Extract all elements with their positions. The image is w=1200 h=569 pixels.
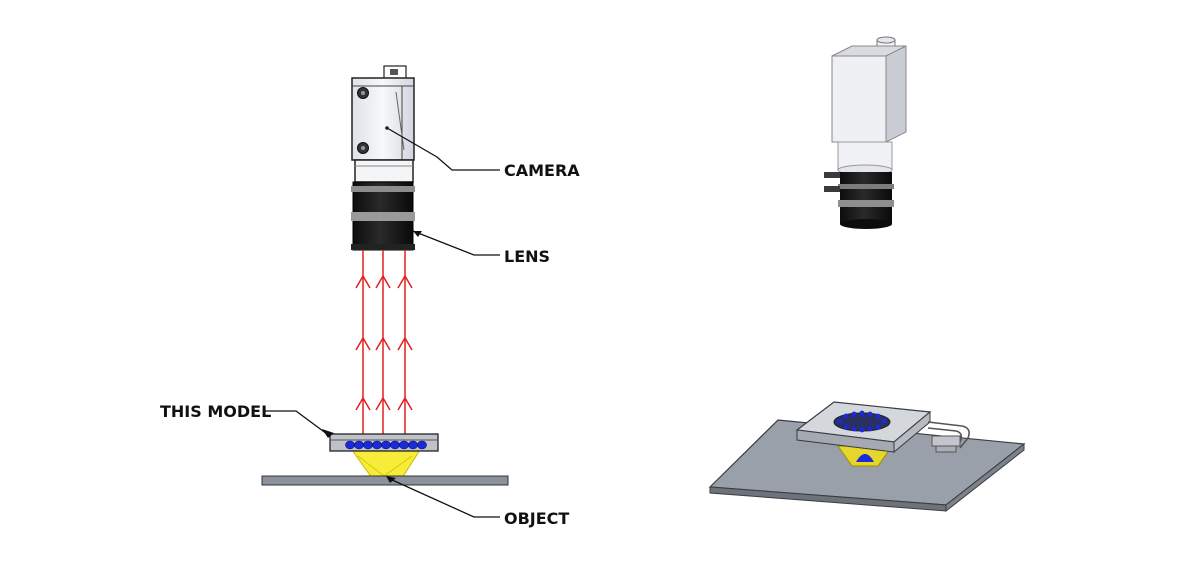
lens-ring: [351, 186, 415, 192]
led-icon: [354, 440, 364, 450]
ray-arrow-icon: [355, 396, 371, 411]
led-icon: [875, 424, 881, 430]
ray-arrow-icon: [355, 336, 371, 351]
led-icon: [417, 440, 427, 450]
object-callout: OBJECT: [386, 476, 569, 528]
led-icon: [363, 440, 373, 450]
ray-arrow-icon: [375, 336, 391, 351]
led-icon: [345, 440, 355, 450]
ring-light-isometric: [795, 401, 932, 454]
led-icon: [399, 440, 409, 450]
ray-arrow-icon: [397, 336, 413, 351]
object-label: OBJECT: [504, 509, 569, 528]
ring-light-side: [322, 429, 439, 452]
led-icon: [851, 411, 857, 417]
led-icon: [843, 413, 849, 419]
camera-label: CAMERA: [504, 161, 580, 180]
led-icon: [372, 440, 382, 450]
led-icon: [875, 413, 881, 419]
lens-callout: LENS: [412, 230, 550, 266]
side-view: CAMERA LENS: [160, 65, 580, 528]
ray-arrow-icon: [375, 274, 391, 289]
isometric-view: [708, 36, 1026, 513]
ray-arrow-icon: [375, 396, 391, 411]
led-icon: [867, 411, 873, 417]
illumination-cone: [351, 449, 421, 479]
ray-arrow-icon: [397, 274, 413, 289]
led-icon: [867, 426, 873, 432]
light-rays: [355, 250, 413, 446]
led-icon: [859, 410, 865, 416]
lens-isometric: [840, 172, 892, 224]
led-icon: [390, 440, 400, 450]
camera-isometric: [824, 36, 907, 229]
lens-side: [351, 181, 415, 251]
lens-ring: [351, 212, 415, 221]
this-model-callout: THIS MODEL: [160, 402, 328, 435]
cable-bracket-isometric: [927, 421, 970, 453]
object-plate: [261, 475, 509, 486]
ray-arrow-icon: [355, 274, 371, 289]
led-icon: [881, 418, 887, 424]
led-icon: [837, 418, 843, 424]
camera-callout: CAMERA: [386, 127, 580, 180]
led-icon: [859, 427, 865, 433]
led-icon: [408, 440, 418, 450]
lens-label: LENS: [504, 247, 550, 266]
led-icon: [843, 424, 849, 430]
ray-arrow-icon: [397, 396, 413, 411]
led-icon: [851, 426, 857, 432]
led-icon: [381, 440, 391, 450]
camera-side: [351, 65, 415, 183]
camera-mount: [354, 159, 414, 183]
this-model-label: THIS MODEL: [160, 402, 271, 421]
